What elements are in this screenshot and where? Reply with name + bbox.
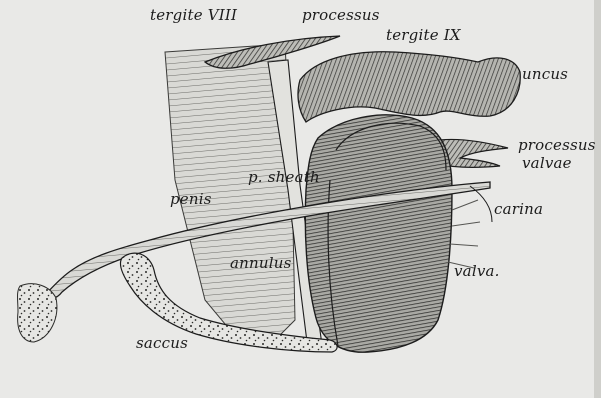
label-processus: processus [302, 8, 380, 23]
label-valva: valva. [454, 264, 500, 279]
label-annulus: annulus [230, 256, 291, 271]
tergite-ix-shape [298, 52, 520, 122]
label-processus-valvae-line2: valvae [522, 156, 572, 171]
plate-edge [594, 0, 601, 398]
valva-fringe [448, 200, 480, 268]
label-uncus: uncus [522, 67, 568, 82]
label-processus-valvae-line1: processus [518, 138, 596, 153]
label-penis: penis [170, 192, 212, 207]
label-p-sheath: p. sheath [248, 170, 320, 185]
label-tergite-viii: tergite VIII [150, 8, 237, 23]
label-carina: carina [494, 202, 543, 217]
penis-tip-shape [18, 284, 57, 342]
label-tergite-ix: tergite IX [386, 28, 461, 43]
label-saccus: saccus [136, 336, 188, 351]
carina-leader [470, 186, 492, 222]
